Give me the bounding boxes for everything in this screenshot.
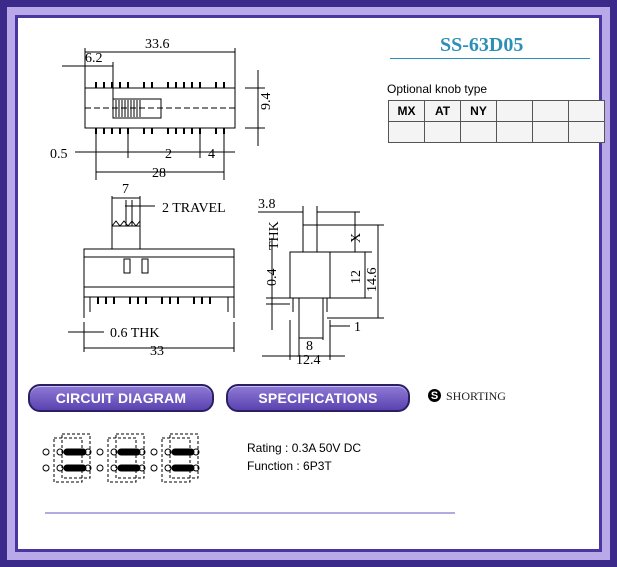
dim-thk: 0.6 THK — [110, 326, 160, 341]
dim-side-1: 1 — [354, 320, 361, 335]
frame-inner-border — [15, 15, 602, 552]
circuit-group-1 — [42, 433, 92, 483]
dim-pitch4: 4 — [208, 147, 215, 162]
dim-left-small: 0.5 — [50, 147, 68, 162]
dim-base-length: 28 — [152, 166, 166, 181]
dim-side-top: 3.8 — [258, 197, 276, 212]
knob-cell-empty — [460, 121, 497, 143]
dim-side-12: 12 — [349, 270, 364, 284]
specifications-heading: SPECIFICATIONS — [226, 384, 410, 412]
front-view-knob — [111, 225, 141, 250]
circuit-diagram-heading: CIRCUIT DIAGRAM — [28, 384, 214, 412]
knob-cell-empty — [532, 121, 569, 143]
dim-side-04: 0.4 — [265, 269, 280, 287]
dim-side-146: 14.6 — [365, 268, 380, 293]
side-view-knob — [302, 224, 318, 253]
dim-side-8: 8 — [306, 339, 313, 354]
spec-rating: Rating : 0.3A 50V DC — [247, 441, 362, 455]
dim-knob-width: 7 — [122, 182, 129, 197]
circuit-group-3 — [150, 433, 200, 483]
front-view-body — [83, 248, 235, 298]
knob-cell-empty — [496, 121, 533, 143]
dim-side-length: 33 — [150, 344, 164, 359]
knob-cell — [496, 100, 533, 122]
circuit-group-2 — [96, 433, 146, 483]
frame-border — [7, 7, 610, 560]
dim-top-length: 33.6 — [145, 37, 170, 52]
knob-cell-empty — [388, 121, 425, 143]
dim-height-right: 9.4 — [259, 93, 274, 111]
knob-title: Optional knob type — [387, 82, 488, 96]
shorting-symbol: S — [430, 389, 439, 402]
model-title: SS-63D05 — [440, 34, 524, 56]
knob-cell: MX — [388, 100, 425, 122]
title-underline — [390, 58, 590, 59]
circuit-diagram — [42, 433, 200, 483]
dim-left-offset: 6.2 — [85, 51, 103, 66]
shorting-label: SHORTING — [446, 389, 506, 403]
dim-travel: 2 TRAVEL — [162, 201, 226, 216]
dim-pitch: 2 — [165, 147, 172, 162]
shorting-icon: S — [428, 389, 441, 402]
knob-cell-empty — [568, 121, 605, 143]
knob-cell: NY — [460, 100, 497, 122]
knob-cell — [568, 100, 605, 122]
dim-side-x: X — [349, 233, 364, 243]
spec-function: Function : 6P3T — [247, 459, 332, 473]
knob-cell — [532, 100, 569, 122]
dim-side-124: 12.4 — [296, 353, 321, 368]
knob-table: MX AT NY — [388, 100, 605, 143]
top-view-knob — [112, 98, 162, 119]
knob-cell: AT — [424, 100, 461, 122]
dim-side-thk: THK — [267, 221, 282, 250]
side-view-body — [289, 251, 331, 299]
